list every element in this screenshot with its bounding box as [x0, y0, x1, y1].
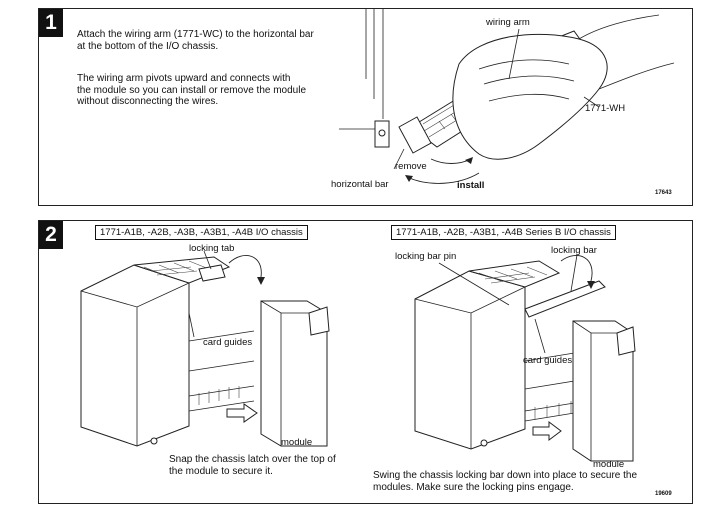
figure-number: 19609	[655, 491, 672, 497]
step-1-description: The wiring arm pivots upward and connect…	[77, 73, 307, 107]
label-card-guides-right: card guides	[523, 355, 573, 366]
label-module-left: module	[281, 437, 313, 448]
label-horizontal-bar: horizontal bar	[331, 179, 389, 190]
label-install: install	[457, 180, 485, 191]
figure-number: 17643	[655, 190, 672, 196]
label-locking-bar: locking bar	[551, 245, 597, 256]
label-locking-bar-pin: locking bar pin	[395, 251, 457, 262]
chassis-illustrations	[80, 250, 636, 462]
right-caption: Swing the chassis locking bar down into …	[373, 470, 638, 493]
right-chassis-title: 1771-A1B, -A2B, -A3B1, -A4B Series B I/O…	[391, 225, 616, 240]
left-caption: Snap the chassis latch over the top of t…	[169, 454, 336, 477]
wiring-arm-illustration	[339, 9, 675, 184]
label-card-guides-left: card guides	[203, 337, 253, 348]
step-1-instruction: Attach the wiring arm (1771-WC) to the h…	[77, 29, 314, 52]
label-wiring-arm: wiring arm	[486, 17, 530, 28]
label-remove: remove	[395, 161, 427, 172]
label-locking-tab: locking tab	[189, 243, 235, 254]
step-number: 1	[39, 9, 63, 37]
step-1-panel: 1 Attach the wiring arm (1771-WC) to the…	[38, 8, 693, 206]
step-2-panel: 2 1771-A1B, -A2B, -A3B, -A3B1, -A4B I/O …	[38, 220, 693, 504]
left-chassis-title: 1771-A1B, -A2B, -A3B, -A3B1, -A4B I/O ch…	[95, 225, 308, 240]
step-number: 2	[39, 221, 63, 249]
label-module-right: module	[593, 459, 625, 470]
label-part-number: 1771-WH	[585, 103, 626, 114]
